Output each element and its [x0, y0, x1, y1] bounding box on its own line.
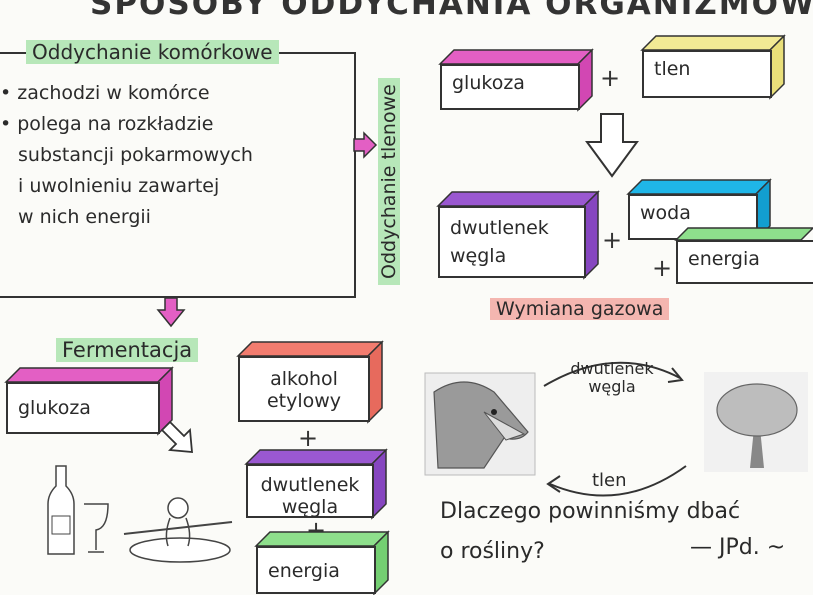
- energia-label: energia: [256, 546, 376, 594]
- arrow-right-icon: [353, 131, 378, 159]
- tree-icon: [704, 372, 808, 472]
- box-tlen: tlen: [640, 34, 786, 100]
- aerobic-respiration-label: Oddychanie tlenowe: [372, 60, 408, 285]
- plus-sign: +: [602, 226, 623, 254]
- box-glukoza-fermentation: glukoza: [4, 366, 174, 436]
- glukoza-label: glukoza: [6, 382, 160, 434]
- dog-icon: [424, 372, 536, 476]
- definition-box: [0, 52, 356, 298]
- hollow-arrow-down-icon: [585, 113, 639, 178]
- plus-sign: +: [652, 254, 673, 282]
- curved-arrow-bottom-icon: [546, 465, 687, 497]
- arrow-down-icon: [156, 297, 186, 328]
- wine-bottle-icon: [47, 465, 109, 555]
- kayaker-icon: [123, 497, 233, 563]
- cellular-respiration-heading: Oddychanie komórkowe: [26, 40, 279, 64]
- bullet-3: substancji pokarmowych: [18, 144, 253, 166]
- bullet-2: • polega na rozkładzie: [0, 113, 214, 135]
- gas-bottom-label: tlen: [592, 470, 627, 491]
- fermentation-heading: Fermentacja: [56, 338, 199, 362]
- definition-bullets: • zachodzi w komórce • polega na rozkład…: [0, 78, 253, 233]
- plus-sign: +: [298, 424, 319, 452]
- box-energia-fermentation: energia: [254, 530, 390, 595]
- page-title: SPOSOBY ODDYCHANIA ORGANIZMÓW: [90, 0, 813, 22]
- signature: — JPd. ~: [690, 535, 786, 560]
- plus-sign: +: [600, 64, 621, 92]
- box-energia-aerobic: energia: [674, 227, 813, 284]
- bullet-5: w nich energii: [18, 206, 151, 228]
- bullet-1: • zachodzi w komórce: [0, 82, 210, 104]
- hollow-arrow-diagonal-icon: [160, 420, 193, 453]
- glukoza-label: glukoza: [440, 64, 580, 110]
- question-text: Dlaczego powinniśmy dbać o rośliny?: [440, 499, 741, 564]
- curved-arrow-top-icon: [543, 361, 684, 387]
- box-glukoza-aerobic: glukoza: [438, 48, 594, 112]
- energia-label: energia: [676, 240, 813, 284]
- gas-exchange-heading: Wymiana gazowa: [490, 298, 670, 320]
- tlen-label: tlen: [642, 50, 772, 98]
- bullet-4: i uwolnieniu zawartej: [18, 175, 220, 197]
